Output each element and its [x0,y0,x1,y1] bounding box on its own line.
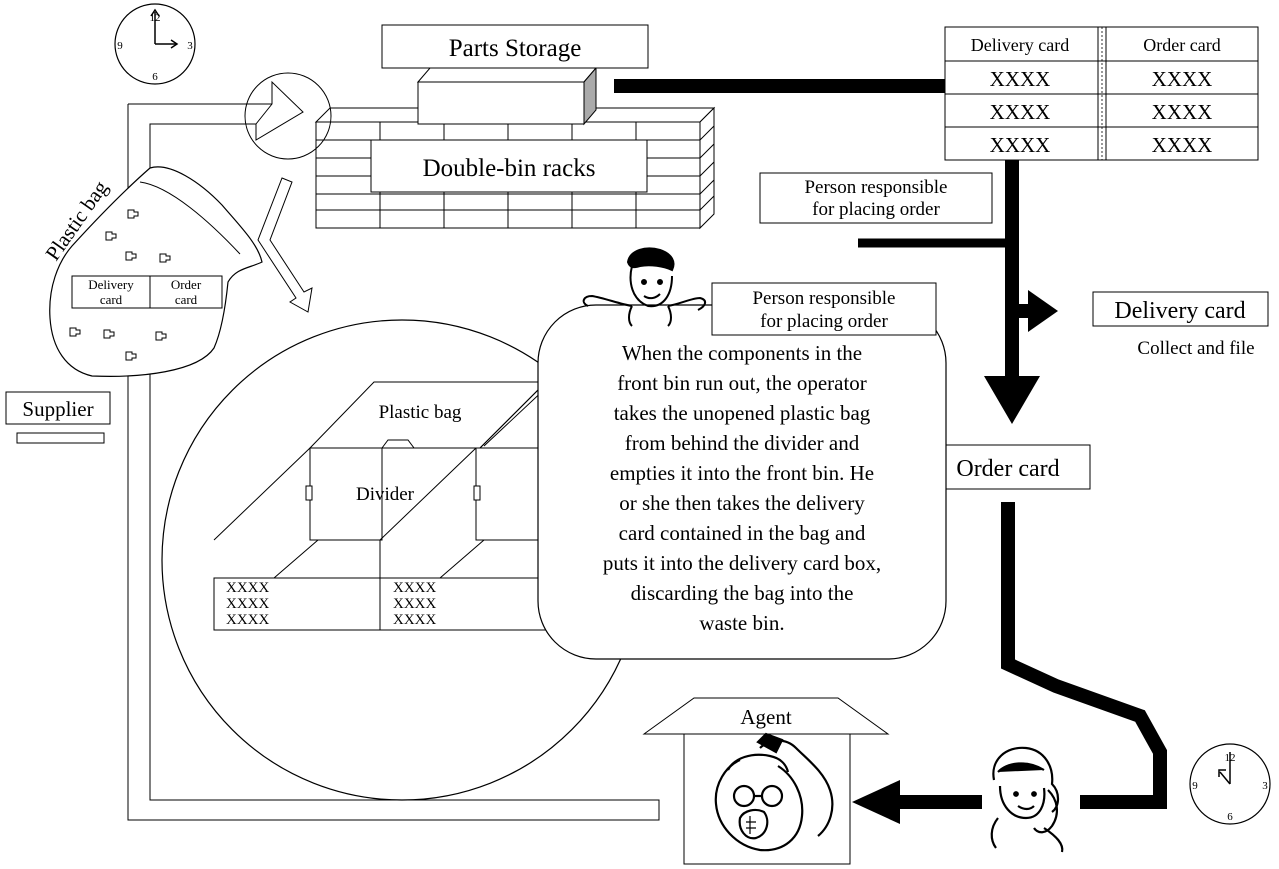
order-flow-lines [852,160,1167,824]
bin-front-right: XXXX XXXX XXXX [393,580,436,628]
order-card-label: Order card [956,456,1059,482]
clock-bottom-3: 3 [1262,780,1268,792]
table-cell: XXXX [990,67,1051,91]
text-label: front bin run out, the operator [617,371,867,395]
parts-storage-label: Parts Storage [449,35,582,62]
text-label: When the components in the [622,341,862,365]
supplier-tray [16,432,105,444]
clock-top-3: 3 [187,40,193,52]
zoom-circle-small [244,72,332,160]
collect-and-file-label: Collect and file [1137,338,1254,359]
bin-inset [213,381,549,631]
clock-bottom-6: 6 [1227,811,1233,823]
text-label: XXXX [393,596,436,612]
text-label: XXXX [393,612,436,628]
table-header-order: Order card [1143,35,1220,55]
double-bin-racks-label: Double-bin racks [423,155,596,182]
bin-front-left: XXXX XXXX XXXX [226,580,269,628]
text-label: takes the unopened plastic bag [614,401,871,425]
text-label: empties it into the front bin. He [610,461,874,485]
supplier-loop [127,80,660,821]
clock-bottom-9: 9 [1192,780,1198,792]
table-header-delivery: Delivery card [971,35,1069,55]
text-label: from behind the divider and [625,431,860,455]
bag-order-card-2: card [175,292,198,307]
person-responsible-mid-line2: for placing order [760,311,888,332]
text-label: or she then takes the delivery [619,491,865,515]
clock-icon-top: 12 3 6 9 [114,3,196,85]
bag-delivery-card-2: card [100,292,123,307]
clock-top-9: 9 [117,40,123,52]
text-label: discarding the bag into the [631,581,854,605]
bag-delivery-card-1: Delivery [88,277,134,292]
person-responsible-top-line2: for placing order [812,199,940,220]
description-text: When the components in the front bin run… [603,341,881,635]
phone-operator-icon [990,746,1064,853]
bag-order-card-1: Order [171,277,202,292]
agent-label: Agent [740,705,791,729]
plastic-bag-illustration: Delivery card Order card [49,166,263,377]
clock-icon-bottom: 12 3 6 9 [1189,743,1271,825]
card-table: Delivery card Order card XXXX XXXX XXXX … [944,26,1259,161]
divider-label: Divider [356,484,415,505]
person-icon [582,247,706,327]
clock-top-6: 6 [152,71,158,83]
table-cell: XXXX [990,133,1051,157]
text-label: waste bin. [699,611,784,635]
delivery-card-label: Delivery card [1114,298,1245,324]
table-cell: XXXX [1152,100,1213,124]
inset-plastic-bag-label: Plastic bag [379,402,462,423]
supplier-label: Supplier [22,397,93,421]
text-label: puts it into the delivery card box, [603,551,881,575]
person-responsible-mid-line1: Person responsible [752,288,895,309]
zoom-arrow [257,177,313,313]
text-label: XXXX [226,596,269,612]
text-label: XXXX [226,612,269,628]
table-cell: XXXX [1152,133,1213,157]
agent-person-icon [714,732,834,852]
parts-storage-rack: Double-bin racks Parts Storage [314,24,716,230]
text-label: XXXX [393,580,436,596]
person-responsible-top-line1: Person responsible [804,177,947,198]
text-label: XXXX [226,580,269,596]
table-cell: XXXX [1152,67,1213,91]
table-cell: XXXX [990,100,1051,124]
text-label: card contained in the bag and [619,521,866,545]
